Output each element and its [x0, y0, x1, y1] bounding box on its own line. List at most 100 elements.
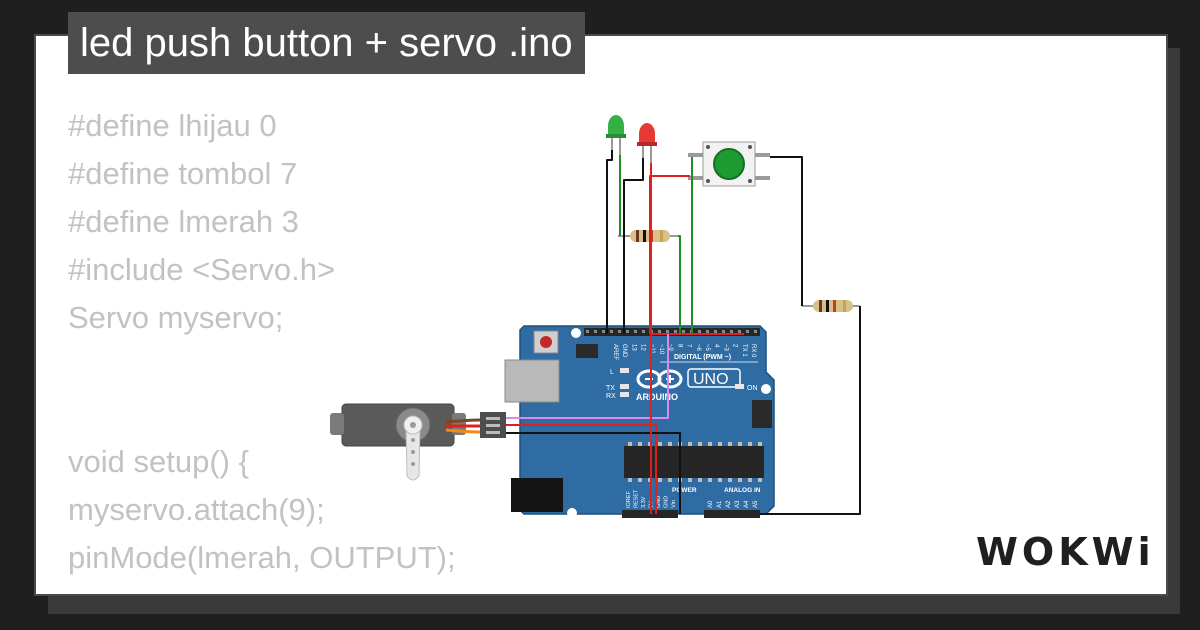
- code-line: #define lmerah 3: [68, 204, 299, 239]
- pin-label: RESET: [634, 489, 640, 508]
- board-model: UNO: [693, 371, 729, 388]
- chip-pin: [728, 478, 732, 482]
- resistor[interactable]: [802, 300, 860, 312]
- chip-pin: [698, 478, 702, 482]
- led-on: [735, 384, 744, 389]
- resistor[interactable]: [618, 230, 678, 242]
- power-label: POWER: [672, 487, 697, 494]
- project-title: led push button + servo .ino: [68, 12, 585, 74]
- header-pin[interactable]: [730, 330, 733, 333]
- chip-pin: [718, 478, 722, 482]
- pin-label: ~5: [704, 344, 710, 352]
- pin-label: AREF: [612, 344, 618, 360]
- chip-pin: [628, 478, 632, 482]
- code-line: void setup() {: [68, 444, 249, 479]
- led-l-label: L: [610, 369, 614, 376]
- pin-label: GND: [656, 496, 662, 508]
- header-pin[interactable]: [714, 330, 717, 333]
- pin-label: RX 0: [750, 344, 756, 358]
- analog-header: [704, 510, 760, 518]
- pin-label: ~3: [722, 344, 728, 352]
- pin-label: TX 1: [741, 344, 747, 357]
- digital-label: DIGITAL (PWM ~): [674, 354, 731, 361]
- pin-label: 2: [732, 344, 738, 348]
- header-pin[interactable]: [658, 330, 661, 333]
- model-badge: [687, 368, 741, 388]
- pin-label: ~9: [667, 344, 673, 352]
- header-pin[interactable]: [754, 330, 757, 333]
- servo-motor[interactable]: [330, 403, 466, 481]
- pin-label: 3.3V: [641, 496, 647, 508]
- pin-label: A3: [735, 500, 741, 508]
- chip-pin: [668, 442, 672, 446]
- icsp-header-right: [752, 400, 772, 428]
- mount-hole: [567, 508, 577, 518]
- code-line: pinMode(lmerah, OUTPUT);: [68, 540, 456, 575]
- header-pin[interactable]: [674, 330, 677, 333]
- chip-pin: [698, 442, 702, 446]
- pin-label: ~6: [695, 344, 701, 352]
- header-pin[interactable]: [738, 330, 741, 333]
- mount-hole: [761, 384, 771, 394]
- led-tx: [620, 384, 629, 389]
- analog-label: ANALOG IN: [724, 487, 761, 494]
- chip-pin: [758, 478, 762, 482]
- pin-label: 4: [713, 344, 719, 348]
- chip-pin: [638, 478, 642, 482]
- code-line: #define tombol 7: [68, 156, 298, 191]
- chip-pin: [688, 442, 692, 446]
- led-red[interactable]: [637, 123, 657, 163]
- chip-pin: [668, 478, 672, 482]
- header-pin[interactable]: [618, 330, 621, 333]
- atmega-chip: [624, 446, 764, 478]
- chip-pin: [758, 442, 762, 446]
- header-pin[interactable]: [602, 330, 605, 333]
- chip-pin: [688, 478, 692, 482]
- wokwi-logo-text: WOKWi: [976, 530, 1155, 574]
- led-green[interactable]: [606, 115, 626, 155]
- pin-label: 13: [630, 344, 636, 351]
- header-pin[interactable]: [722, 330, 725, 333]
- pin-label: 7: [686, 344, 692, 348]
- code-line: Servo myservo;: [68, 300, 284, 335]
- board-brand: ARDUINO: [636, 392, 678, 402]
- header-pin[interactable]: [594, 330, 597, 333]
- push-button[interactable]: [688, 141, 770, 187]
- chip-pin: [658, 478, 662, 482]
- chip-pin: [748, 478, 752, 482]
- chip-pin: [738, 478, 742, 482]
- wokwi-logo[interactable]: WOKWi: [976, 520, 1155, 584]
- led-rx-label: RX: [606, 393, 616, 400]
- chip-pin: [748, 442, 752, 446]
- header-pin[interactable]: [682, 330, 685, 333]
- header-pin[interactable]: [642, 330, 645, 333]
- chip-pin: [658, 442, 662, 446]
- icsp-header-top: [576, 344, 598, 358]
- power-jack: [511, 478, 563, 512]
- pin-label: IOREF: [626, 491, 632, 508]
- pin-label: GND: [664, 496, 670, 508]
- led-l: [620, 368, 629, 373]
- header-pin[interactable]: [666, 330, 669, 333]
- mount-hole: [571, 328, 581, 338]
- header-pin[interactable]: [586, 330, 589, 333]
- led-tx-label: TX: [606, 385, 615, 392]
- chip-pin: [638, 442, 642, 446]
- header-pin[interactable]: [626, 330, 629, 333]
- usb-port: [504, 359, 560, 403]
- header-pin[interactable]: [634, 330, 637, 333]
- header-pin[interactable]: [698, 330, 701, 333]
- led-rx: [620, 392, 629, 397]
- chip-pin: [738, 442, 742, 446]
- wires: [506, 150, 861, 515]
- reset-button-cap[interactable]: [540, 336, 552, 348]
- code-line: #define lhijau 0: [68, 108, 277, 143]
- header-pin[interactable]: [746, 330, 749, 333]
- pin-label: A0: [708, 500, 714, 508]
- header-pin[interactable]: [706, 330, 709, 333]
- header-pin[interactable]: [610, 330, 613, 333]
- chip-pin: [708, 442, 712, 446]
